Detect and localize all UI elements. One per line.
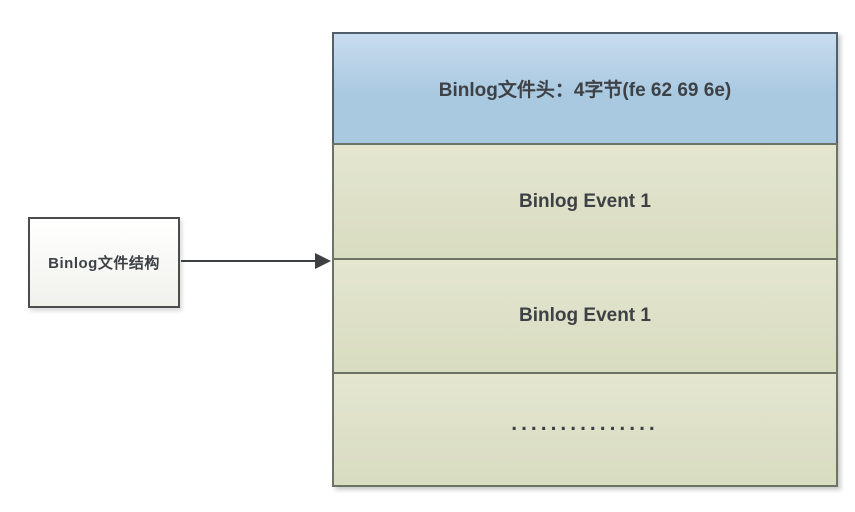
stack-row-file-header: Binlog文件头：4字节(fe 62 69 6e) — [332, 32, 838, 145]
source-label-box: Binlog文件结构 — [28, 217, 180, 308]
binlog-file-stack: Binlog文件头：4字节(fe 62 69 6e) Binlog Event … — [332, 32, 838, 487]
arrow-line — [181, 260, 318, 262]
source-label: Binlog文件结构 — [48, 255, 160, 272]
event-2-label: Binlog Event 1 — [519, 305, 651, 326]
event-1-label: Binlog Event 1 — [519, 190, 651, 212]
stack-row-event-2: Binlog Event 1 — [332, 258, 838, 374]
stack-row-more-events: ............... — [332, 372, 838, 487]
arrow-head-icon — [315, 253, 331, 269]
more-events-label: ............... — [511, 411, 659, 435]
file-header-label: Binlog文件头：4字节(fe 62 69 6e) — [438, 80, 732, 101]
stack-row-event-1: Binlog Event 1 — [332, 143, 838, 260]
